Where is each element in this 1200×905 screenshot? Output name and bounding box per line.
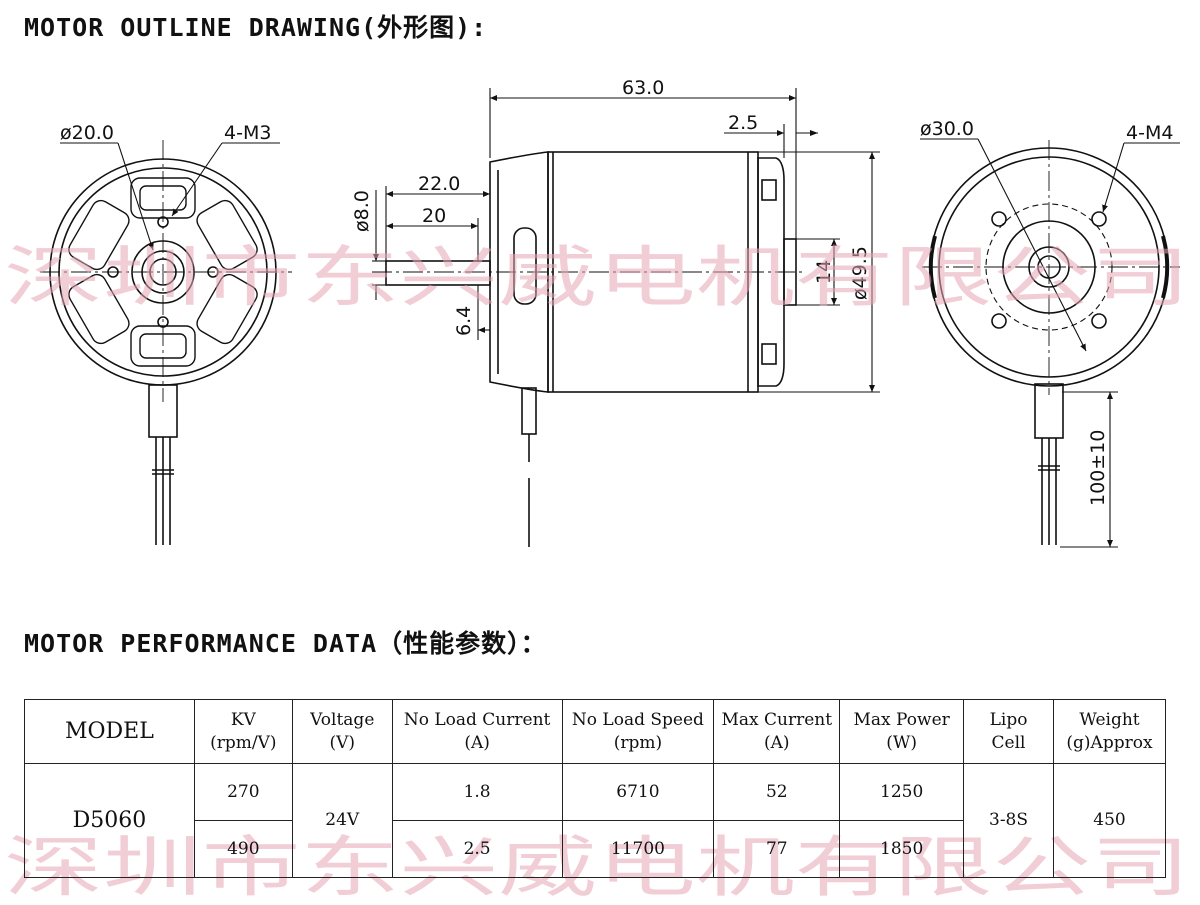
header-max-power: Max Power(W) <box>839 699 965 764</box>
table-header-row: MODEL KV(rpm/V) Voltage(V) No Load Curre… <box>24 699 1167 764</box>
cell-max-power: 1850 <box>839 820 965 878</box>
watermark-upper: 深圳市东兴威电机有限公司 <box>4 239 1190 316</box>
cell-voltage: 24V <box>291 763 393 878</box>
table-row: 490 2.5 11700 77 1850 <box>25 820 1166 878</box>
dim-lead-length: 100±10 <box>1087 430 1109 506</box>
outline-heading: MOTOR OUTLINE DRAWING(外形图): <box>24 13 488 42</box>
header-kv: KV(rpm/V) <box>193 699 293 764</box>
header-voltage: Voltage(V) <box>291 699 393 764</box>
dim-shaft-length-b: 20 <box>422 205 446 227</box>
cell-max-current: 77 <box>713 820 841 878</box>
cell-max-power: 1250 <box>839 763 965 821</box>
cell-no-load-speed: 11700 <box>561 820 715 878</box>
dim-hub-height: 14 <box>813 260 835 284</box>
header-max-current: Max Current(A) <box>713 699 841 764</box>
dim-length-total: 63.0 <box>622 77 664 99</box>
dim-body-diameter: ø49.5 <box>849 246 871 300</box>
dim-rear-diameter: ø30.0 <box>920 118 974 140</box>
header-model: MODEL <box>24 699 195 764</box>
front-view <box>40 140 292 545</box>
dim-front-diameter: ø20.0 <box>60 122 114 144</box>
dim-shaft-diameter: ø8.0 <box>351 190 373 232</box>
dim-flange-thickness: 2.5 <box>728 112 758 134</box>
side-view <box>372 88 880 547</box>
dim-shaft-length-a: 22.0 <box>418 173 460 195</box>
header-weight: Weight(g)Approx <box>1052 699 1167 764</box>
cell-max-current: 52 <box>713 763 841 821</box>
cell-no-load-speed: 6710 <box>561 763 715 821</box>
cell-no-load-current: 1.8 <box>391 763 563 821</box>
dim-front-screws: 4-M3 <box>224 122 271 144</box>
table-row: D5060 270 24V 1.8 6710 52 1250 3-8S 450 <box>24 763 1167 878</box>
front-slots <box>68 177 258 367</box>
cell-lipo: 3-8S <box>963 763 1054 878</box>
dim-shaft-offset: 6.4 <box>453 306 475 336</box>
cell-kv: 490 <box>193 820 293 878</box>
header-no-load-speed: No Load Speed(rpm) <box>561 699 715 764</box>
cell-model: D5060 <box>24 763 195 878</box>
performance-table: MODEL KV(rpm/V) Voltage(V) No Load Curre… <box>24 699 1167 878</box>
rear-view <box>920 138 1180 548</box>
cell-weight: 450 <box>1052 763 1167 878</box>
cell-kv: 270 <box>193 763 293 821</box>
dim-rear-screws: 4-M4 <box>1126 122 1173 144</box>
header-no-load-current: No Load Current(A) <box>391 699 563 764</box>
performance-heading: MOTOR PERFORMANCE DATA（性能参数）： <box>24 629 547 658</box>
cell-no-load-current: 2.5 <box>391 820 563 878</box>
